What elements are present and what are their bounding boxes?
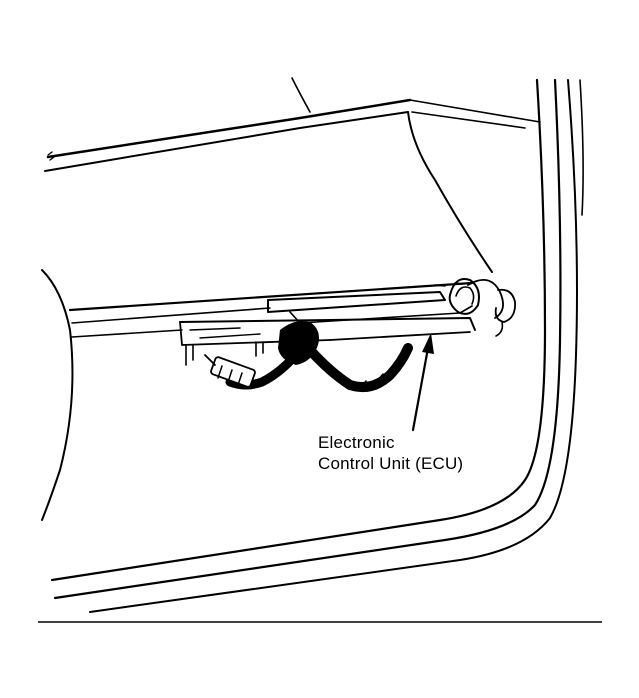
- ecu-label: Electronic Control Unit (ECU): [318, 432, 463, 474]
- glovebox-panel: [68, 281, 474, 338]
- ecu-label-line2: Control Unit (ECU): [318, 454, 464, 473]
- wiring-harness: [204, 321, 413, 392]
- ecu-housing: [179, 282, 476, 366]
- left-trim: [41, 269, 74, 521]
- door-frame: [50, 78, 584, 613]
- dashboard-panel: [44, 77, 541, 273]
- ecu-leader-arrow: [411, 333, 434, 432]
- ecu-label-line1: Electronic: [318, 433, 395, 452]
- wire-bundle-right: [448, 278, 516, 337]
